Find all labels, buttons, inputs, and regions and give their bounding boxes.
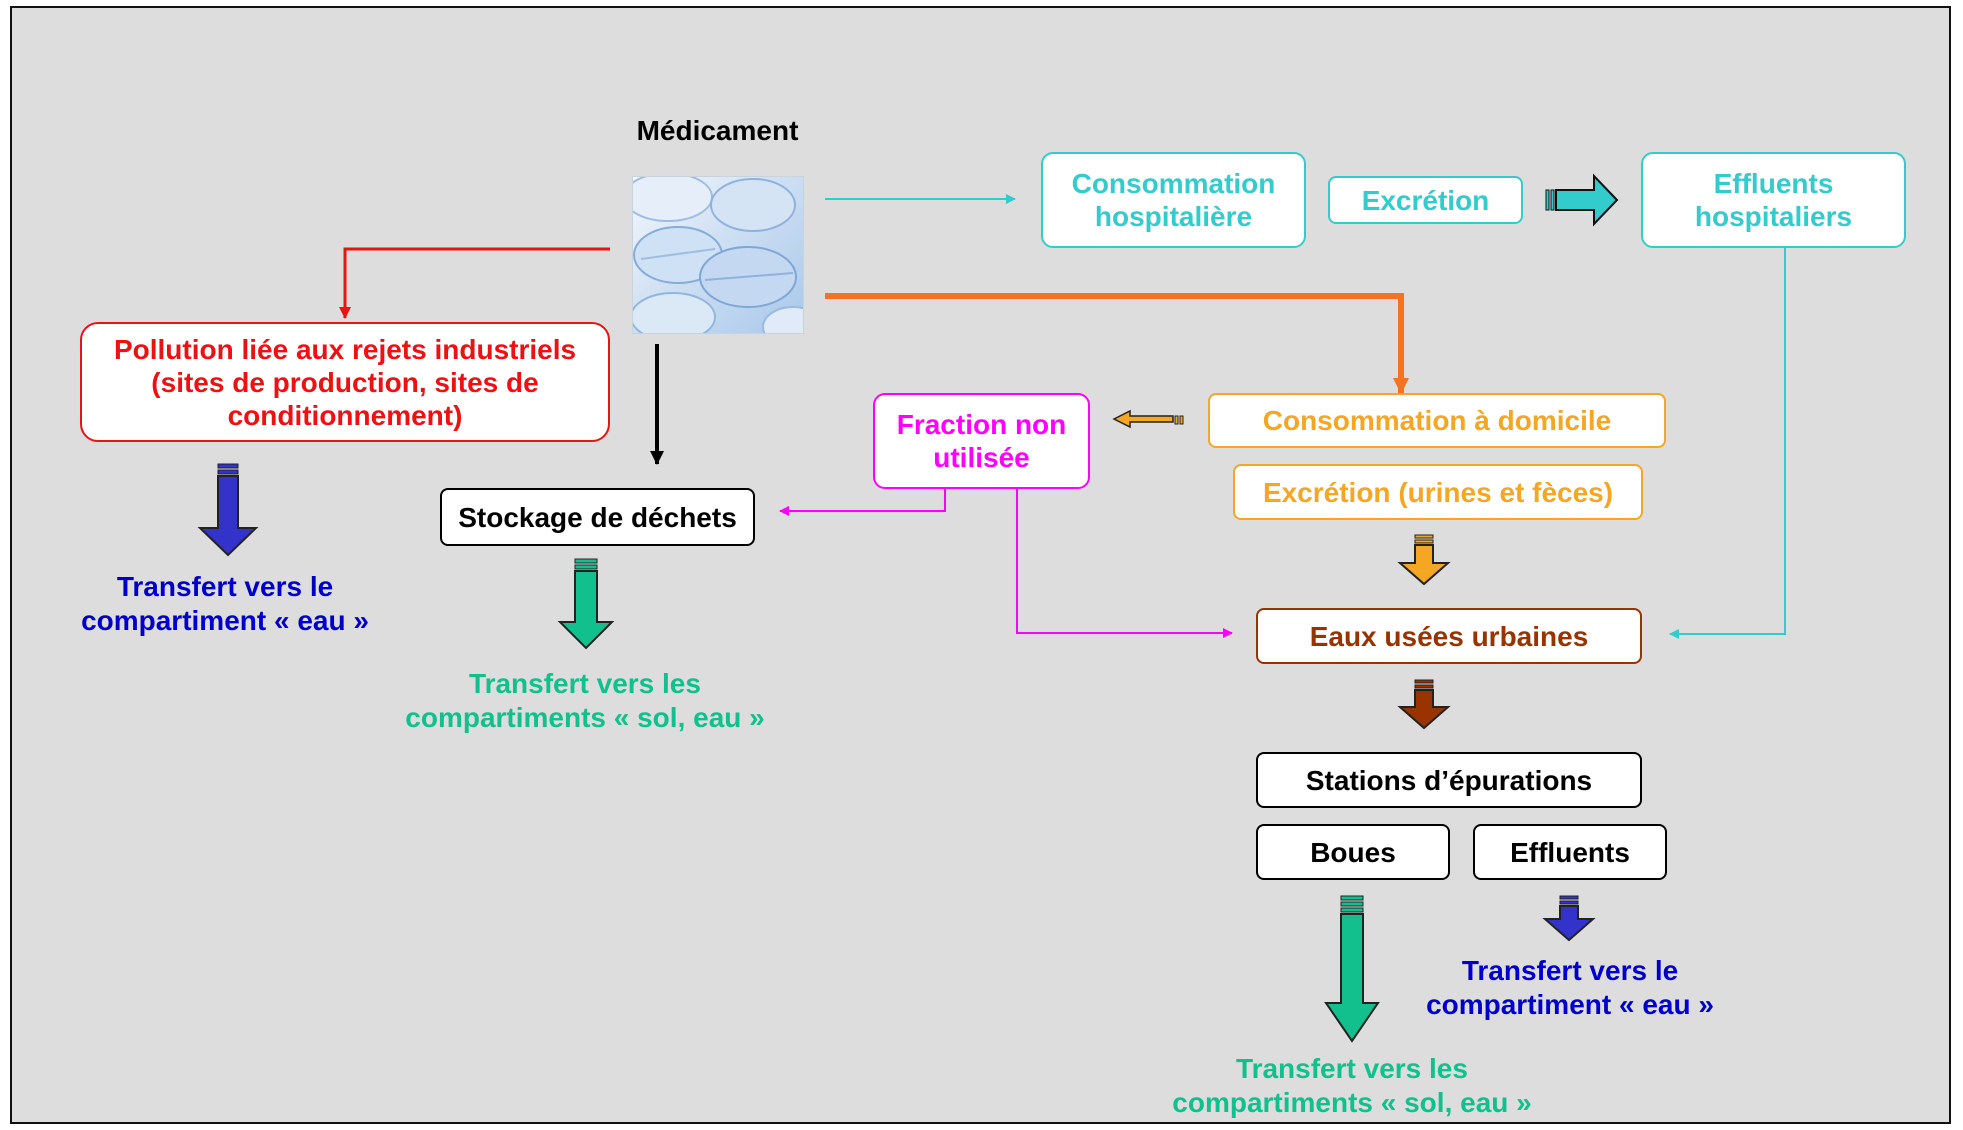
node-consommation-domicile: Consommation à domicile bbox=[1208, 393, 1666, 448]
node-excretion-hospital: Excrétion bbox=[1328, 176, 1523, 224]
node-consommation-hospitaliere: Consommation hospitalière bbox=[1041, 152, 1306, 248]
connector-effluents-hospitaliers-to-eaux-usees bbox=[1669, 248, 1786, 639]
block-arrow-consommation-to-fraction bbox=[1112, 409, 1184, 429]
node-stockage-dechets: Stockage de déchets bbox=[440, 488, 755, 546]
block-arrow-excretion-down bbox=[1397, 534, 1451, 586]
node-stations-epurations: Stations d’épurations bbox=[1256, 752, 1642, 808]
block-arrow-eaux-usees-down bbox=[1397, 679, 1451, 730]
node-excretion-domicile: Excrétion (urines et fèces) bbox=[1233, 464, 1643, 520]
connector-fraction-to-eaux-usees bbox=[1016, 489, 1233, 638]
node-eaux-usees-urbaines: Eaux usées urbaines bbox=[1256, 608, 1642, 664]
connector-medicament-to-pollution bbox=[339, 247, 610, 319]
outcome-eau-effluents: Transfert vers le compartiment « eau » bbox=[1426, 955, 1714, 1020]
medicament-tablets-image bbox=[632, 176, 804, 334]
outcome-eau-industrial: Transfert vers le compartiment « eau » bbox=[81, 571, 369, 636]
block-arrow-stockage-down bbox=[557, 558, 615, 650]
block-arrow-pollution-down bbox=[197, 463, 259, 557]
connector-medicament-to-consommation-domicile bbox=[825, 293, 1409, 394]
node-fraction-non-utilisee: Fraction non utilisée bbox=[873, 393, 1090, 489]
connector-fraction-to-stockage bbox=[779, 489, 946, 516]
block-arrow-excretion-to-effluents bbox=[1545, 173, 1619, 227]
diagram-frame bbox=[10, 6, 1951, 1124]
outcome-sol-eau-stockage: Transfert vers les compartiments « sol, … bbox=[405, 668, 765, 733]
node-effluents: Effluents bbox=[1473, 824, 1667, 880]
medicament-title: Médicament bbox=[636, 115, 799, 146]
node-effluents-hospitaliers: Effluents hospitaliers bbox=[1641, 152, 1906, 248]
outcome-sol-eau-boues: Transfert vers les compartiments « sol, … bbox=[1172, 1053, 1532, 1118]
block-arrow-boues-down bbox=[1324, 895, 1380, 1043]
node-pollution-industrielle: Pollution liée aux rejets industriels (s… bbox=[80, 322, 610, 442]
block-arrow-effluents-down bbox=[1542, 895, 1596, 942]
node-boues: Boues bbox=[1256, 824, 1450, 880]
